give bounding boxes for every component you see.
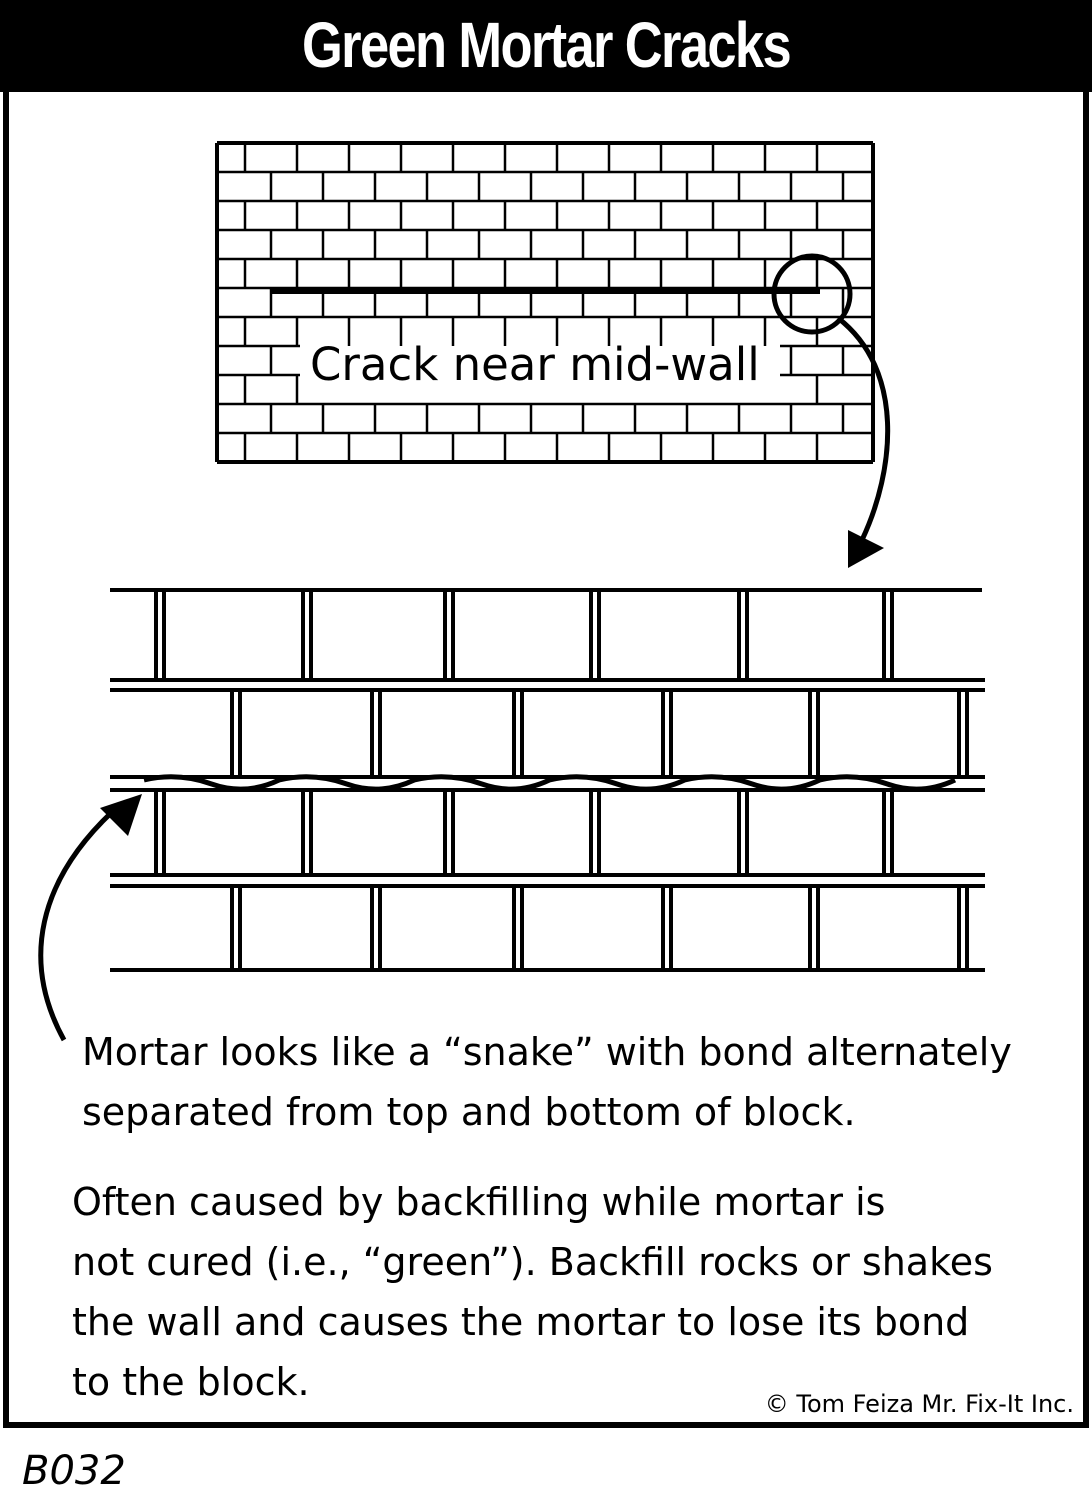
- snake-mortar-crack: [143, 774, 957, 792]
- title-bar: [0, 0, 1092, 92]
- callout-arrow: [836, 316, 891, 542]
- snake-description: Mortar looks like a “snake” with bond al…: [82, 1022, 1012, 1142]
- snake-arrow-head: [100, 794, 142, 836]
- figure-code: B032: [22, 1448, 126, 1494]
- snake-description-line: Mortar looks like a “snake” with bond al…: [82, 1030, 1012, 1074]
- illustration-frame: [3, 92, 1089, 1428]
- crack-callout-circle: [771, 253, 853, 335]
- cause-description-line: Often caused by backfilling while mortar…: [72, 1180, 886, 1224]
- crack-label: Crack near mid-wall: [310, 338, 760, 391]
- callout-arrow-head: [848, 530, 884, 568]
- wall-elevation: [215, 141, 875, 464]
- copyright: © Tom Feiza Mr. Fix-It Inc.: [764, 1390, 1074, 1418]
- snake-arrow: [38, 810, 114, 1042]
- cause-description: Often caused by backfilling while mortar…: [72, 1172, 993, 1412]
- cause-description-line: the wall and causes the mortar to lose i…: [72, 1300, 970, 1344]
- page-title: Green Mortar Cracks: [301, 9, 792, 81]
- cause-description-line: not cured (i.e., “green”). Backfill rock…: [72, 1240, 993, 1284]
- cause-description-line: to the block.: [72, 1360, 310, 1404]
- snake-description-line: separated from top and bottom of block.: [82, 1090, 856, 1134]
- block-wall-detail: [110, 588, 985, 972]
